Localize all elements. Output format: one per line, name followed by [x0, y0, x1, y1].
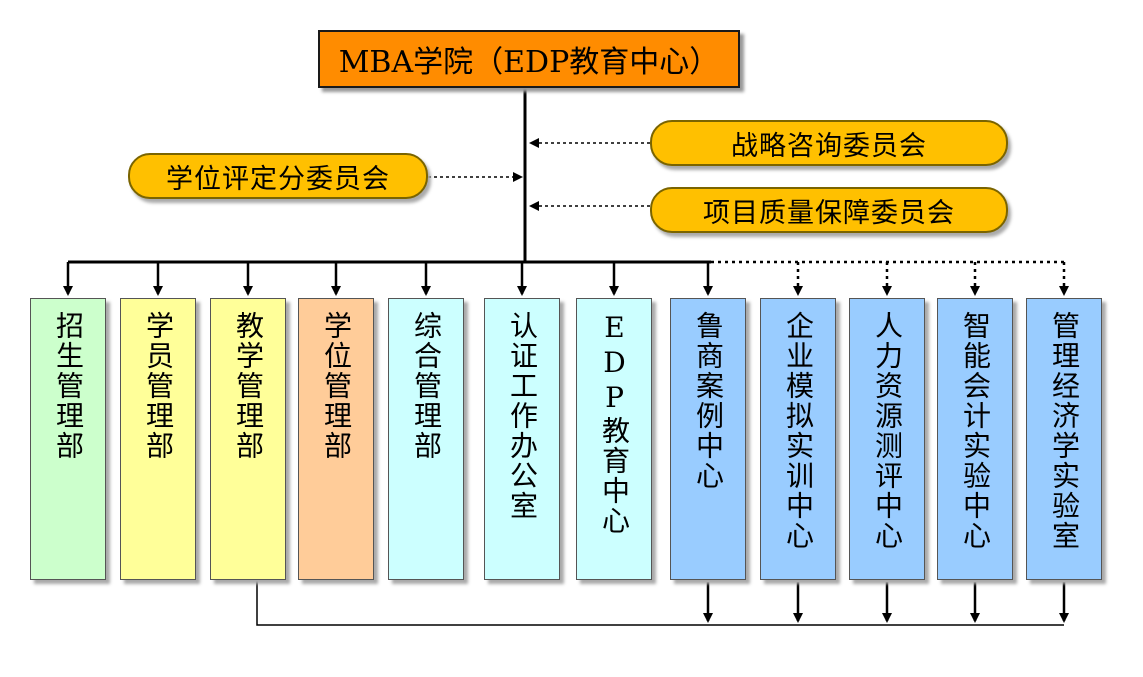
department-label: 综合管理部 [410, 311, 443, 461]
department-box: 学位管理部 [298, 298, 374, 580]
department-label: 管理经济学实验室 [1048, 311, 1081, 551]
department-label: 企业模拟实训中心 [782, 311, 815, 551]
department-label: 人力资源测评中心 [871, 311, 904, 551]
department-label: 学位管理部 [320, 311, 353, 461]
department-label: 鲁商案例中心 [692, 311, 725, 491]
department-box: 管理经济学实验室 [1026, 298, 1102, 580]
department-label: 教学管理部 [232, 311, 265, 461]
department-box: 鲁商案例中心 [670, 298, 746, 580]
department-label: EDP教育中心 [598, 311, 631, 536]
department-box: 认证工作办公室 [484, 298, 560, 580]
committee-strategy-advisory: 战略咨询委员会 [650, 120, 1008, 166]
committee-label: 战略咨询委员会 [731, 130, 927, 162]
department-box: 人力资源测评中心 [849, 298, 925, 580]
committee-degree-evaluation: 学位评定分委员会 [128, 153, 428, 199]
department-box: 教学管理部 [210, 298, 286, 580]
department-box: 企业模拟实训中心 [760, 298, 836, 580]
department-label: 招生管理部 [52, 311, 85, 461]
committee-label: 学位评定分委员会 [166, 163, 390, 195]
department-label: 智能会计实验中心 [959, 311, 992, 551]
committee-quality-assurance: 项目质量保障委员会 [650, 187, 1008, 233]
department-label: 认证工作办公室 [506, 311, 539, 521]
committee-label: 项目质量保障委员会 [703, 197, 955, 229]
department-box: 学员管理部 [120, 298, 196, 580]
top-box-label: MBA学院（EDP教育中心） [338, 45, 720, 80]
bottom-connector [256, 580, 1064, 626]
department-box: 综合管理部 [388, 298, 464, 580]
department-box: 招生管理部 [30, 298, 106, 580]
department-box: EDP教育中心 [576, 298, 652, 580]
top-box-mba-college: MBA学院（EDP教育中心） [318, 30, 740, 88]
department-label: 学员管理部 [142, 311, 175, 461]
department-box: 智能会计实验中心 [937, 298, 1013, 580]
